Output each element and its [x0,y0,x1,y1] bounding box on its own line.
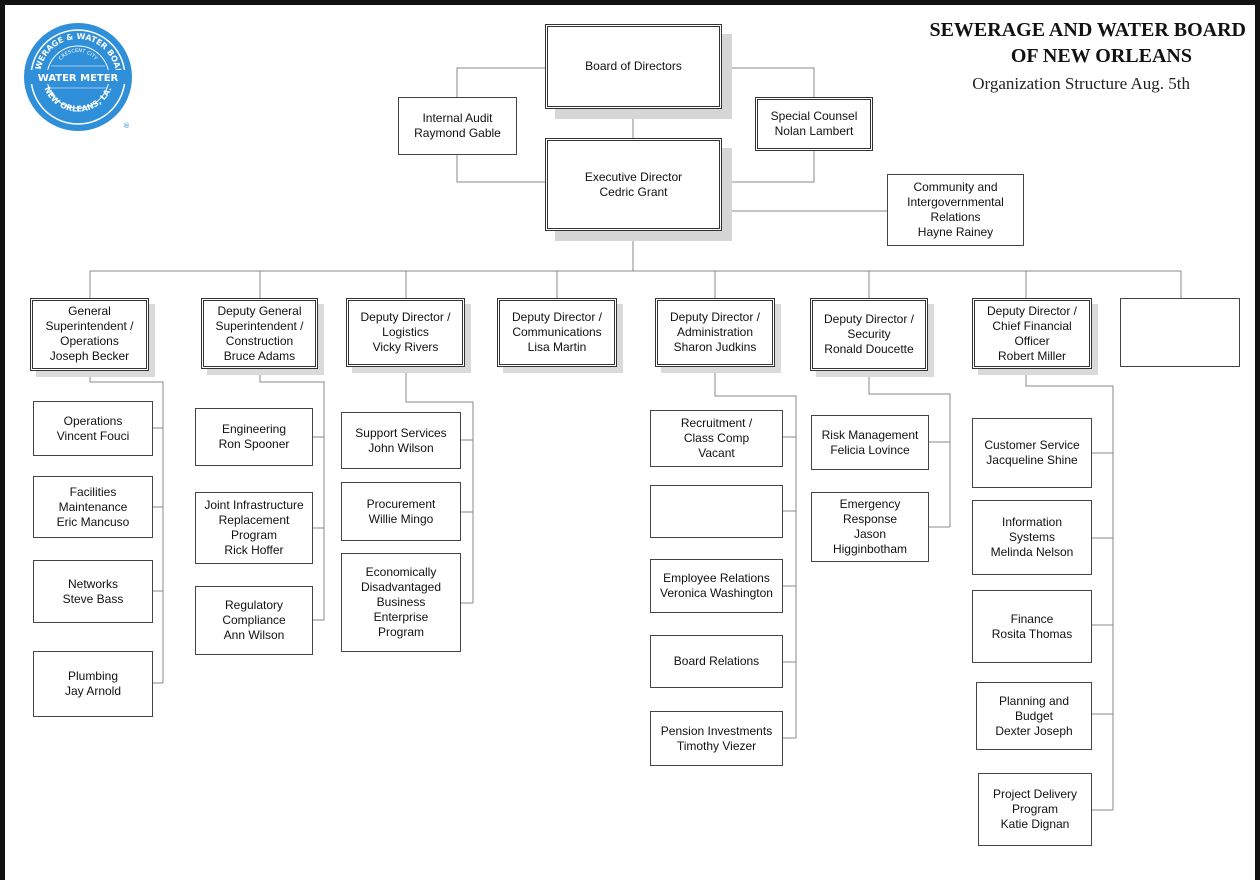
node-information-systems: Information Systems Melinda Nelson [972,500,1092,575]
node-deputy-logistics: Deputy Director / Logistics Vicky Rivers [346,298,465,367]
node-regulatory-compliance: Regulatory Compliance Ann Wilson [195,586,313,655]
node-plumbing: Plumbing Jay Arnold [33,651,153,717]
node-special-counsel: Special Counsel Nolan Lambert [755,97,873,151]
connector-d7-branch [1025,369,1114,810]
node-planning-budget: Planning and Budget Dexter Joseph [976,682,1092,750]
node-risk-management: Risk Management Felicia Lovince [811,415,929,470]
node-procurement: Procurement Willie Mingo [341,482,461,541]
node-admin-vacant [650,485,783,538]
node-board-of-directors: Board of Directors [545,24,722,109]
node-dbe-program: Economically Disadvantaged Business Ente… [341,553,461,652]
node-joint-infrastructure: Joint Infrastructure Replacement Program… [195,492,313,564]
node-community-relations: Community and Intergovernmental Relation… [887,174,1024,246]
node-internal-audit: Internal Audit Raymond Gable [398,97,517,155]
connector-board-counsel [722,67,815,97]
node-employee-relations: Employee Relations Veronica Washington [650,559,783,613]
node-facilities-maintenance: Facilities Maintenance Eric Mancuso [33,476,153,538]
connector-d2-branch [259,369,325,620]
node-board-relations: Board Relations [650,635,783,688]
node-deputy-security: Deputy Director / Security Ronald Doucet… [810,298,928,371]
connector-d6-branch [868,371,951,527]
node-networks: Networks Steve Bass [33,560,153,623]
connector-d5-branch [714,367,797,738]
node-pension-investments: Pension Investments Timothy Viezer [650,711,783,766]
node-deputy-construction: Deputy General Superintendent / Construc… [201,298,318,369]
node-customer-service: Customer Service Jacqueline Shine [972,418,1092,488]
water-meter-seal-logo: SEWERAGE & WATER BOARD NEW ORLEANS, LA. … [23,22,132,131]
node-finance: Finance Rosita Thomas [972,590,1092,663]
node-deputy-communications: Deputy Director / Communications Lisa Ma… [497,298,617,367]
node-executive-director: Executive Director Cedric Grant [545,138,722,231]
node-emergency-response: Emergency Response Jason Higginbotham [811,492,929,562]
node-recruitment: Recruitment / Class Comp Vacant [650,410,783,467]
svg-text:®: ® [123,122,130,130]
org-title-line1: SEWERAGE AND WATER BOARD [929,19,1246,41]
node-engineering: Engineering Ron Spooner [195,408,313,466]
node-operations: Operations Vincent Fouci [33,401,153,456]
connector-audit-exec [456,155,545,183]
node-project-delivery: Project Delivery Program Katie Dignan [978,773,1092,846]
connector-d1-branch [89,371,164,683]
node-deputy-vacant [1120,298,1240,367]
node-deputy-operations: General Superintendent / Operations Jose… [30,298,149,371]
connector-board-audit [456,67,545,97]
org-title-line2: OF NEW ORLEANS [1010,45,1192,67]
logo-center-text: WATER METER [38,73,119,84]
node-support-services: Support Services John Wilson [341,412,461,469]
connector-d3-branch [405,367,474,603]
node-deputy-cfo: Deputy Director / Chief Financial Office… [972,298,1092,369]
org-subtitle: Organization Structure Aug. 5th [972,74,1190,93]
node-deputy-administration: Deputy Director / Administration Sharon … [655,298,775,367]
connector-counsel-exec [722,151,815,183]
